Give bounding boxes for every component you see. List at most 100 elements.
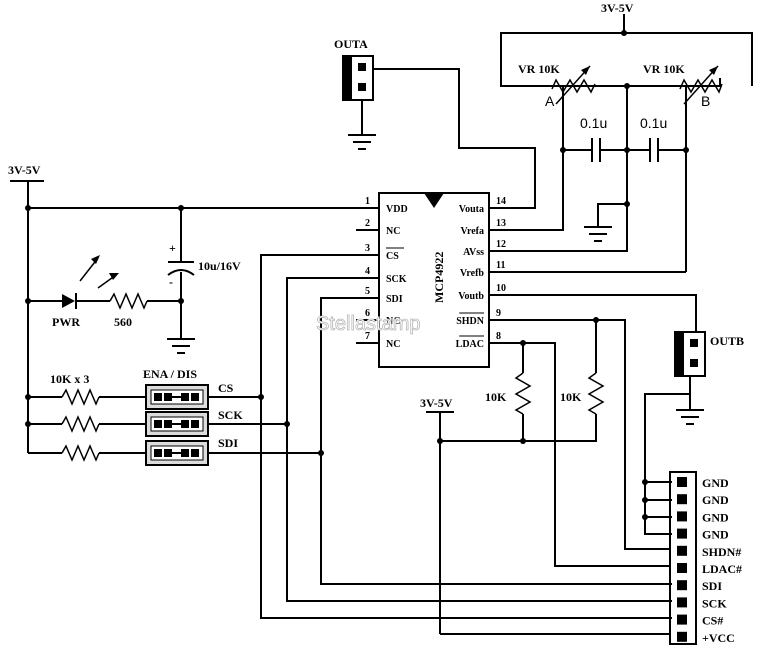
ic-mcp4922	[378, 192, 490, 368]
outa-label: OUTA	[334, 37, 368, 51]
connector-pin-label: CS#	[702, 614, 723, 628]
ic-pin-number: 3	[365, 243, 370, 254]
ic-pin-name: VDD	[386, 204, 408, 215]
ic-pin-name: SHDN	[456, 316, 485, 327]
connector-pin-square	[677, 614, 687, 625]
outa-header	[342, 55, 374, 101]
ic-pin-number: 9	[496, 308, 501, 319]
ic-pins: 1VDD2NC3CS4SCK5SDI6NC7NC14Vouta13Vrefa12…	[356, 196, 516, 350]
supply-label-mid: 3V-5V	[420, 396, 453, 410]
connector-pin-label: GND	[702, 510, 729, 524]
connector-pin-square	[677, 563, 687, 573]
ic-pin-number: 8	[496, 331, 501, 342]
ic-pin-number: 1	[365, 196, 370, 207]
ic-pin-name: Vrefa	[460, 226, 484, 237]
led-resistor-label: 560	[114, 315, 132, 329]
ic-pin-number: 5	[365, 286, 370, 297]
connector-pin-square	[677, 597, 687, 608]
ic-pin-name: LDAC	[456, 339, 484, 350]
ic-pin-number: 7	[365, 331, 370, 342]
ic-pin-name: NC	[386, 226, 400, 237]
jumper-pin	[154, 420, 162, 428]
resistor-560	[109, 292, 148, 310]
cap-a-label: 0.1u	[580, 115, 607, 131]
ic-pin-name: CS	[386, 251, 399, 262]
ground-symbol	[167, 338, 195, 354]
connector-pin-square	[677, 511, 687, 522]
pullups-label: 10K x 3	[50, 372, 89, 386]
connector-pin-label: GND	[702, 493, 729, 507]
connector-pin-label: LDAC#	[702, 562, 742, 576]
supply-label-left: 3V-5V	[8, 163, 41, 177]
cap-b	[649, 138, 659, 162]
pot-b-label: VR 10K	[643, 62, 685, 76]
resistor-pullup-sck	[61, 415, 100, 433]
ic-pin-number: 10	[496, 283, 506, 294]
cap-electrolytic-plus: +	[169, 241, 176, 255]
pot-a	[551, 65, 596, 105]
ic-pin-name: SDI	[386, 294, 403, 305]
pot-a-letter: A	[545, 93, 555, 109]
connector-pin-square	[677, 545, 687, 556]
connector-pin-square	[677, 528, 687, 539]
ic-pin-number: 13	[496, 218, 506, 229]
resistor-mid-2	[587, 372, 605, 415]
ground-symbol	[584, 226, 612, 242]
ic-pin-name: NC	[386, 339, 400, 350]
cap-a	[591, 138, 601, 162]
cap-b-label: 0.1u	[640, 115, 667, 131]
cap-electrolytic-label: 10u/16V	[198, 259, 241, 273]
connector-pin-label: SDI	[702, 579, 722, 593]
connector-pin-square	[677, 494, 687, 505]
resistor-pullup-cs	[61, 388, 100, 406]
resistor-mid-1-label: 10K	[485, 390, 507, 404]
ic-pin-name: Vrefb	[460, 268, 485, 279]
connector-pin-label: GND	[702, 476, 729, 490]
jumper-label-sdi: SDI	[218, 436, 238, 450]
ic-pin-number: 12	[496, 239, 506, 250]
supply-label-top: 3V-5V	[601, 1, 634, 15]
pot-a-label: VR 10K	[518, 62, 560, 76]
jumper-label-cs: CS	[218, 381, 234, 395]
ic-pin-name: Voutb	[458, 291, 484, 302]
pot-b-letter: B	[701, 93, 710, 109]
jumper-pin	[181, 449, 189, 457]
resistor-pullup-sdi	[61, 444, 100, 462]
jumper-pin	[181, 420, 189, 428]
resistor-mid-2-label: 10K	[560, 390, 582, 404]
resistor-mid-1	[514, 372, 532, 415]
jumper-pin	[164, 420, 172, 428]
ic-pin-number: 6	[365, 308, 370, 319]
ic-pin-number: 2	[365, 218, 370, 229]
jumper-pin	[191, 449, 199, 457]
cap-electrolytic-minus: -	[169, 275, 173, 289]
jumper-pin	[191, 393, 199, 401]
ic-pin-name: Vouta	[459, 204, 484, 215]
jumper-pin	[181, 393, 189, 401]
ic-part-number: MCP4922	[432, 252, 446, 303]
jumper-pin	[154, 393, 162, 401]
ground-symbol	[348, 134, 376, 150]
ic-pin-name: AVss	[463, 247, 484, 258]
jumper-label-sck: SCK	[218, 408, 243, 422]
ic-pin-number: 11	[496, 260, 505, 271]
connector-pin-square	[677, 580, 687, 591]
pot-b	[679, 65, 723, 105]
ic-pin-number: 4	[365, 266, 370, 277]
jumper-pin	[164, 449, 172, 457]
jumper-pin	[164, 393, 172, 401]
led-label: PWR	[52, 315, 80, 329]
connector-pin-label: SHDN#	[702, 545, 741, 559]
connector-pin-label: GND	[702, 528, 729, 542]
outb-header	[674, 331, 706, 377]
ic-pin-name: SCK	[386, 274, 407, 285]
jumpers	[145, 384, 209, 466]
ic-pin-name: NC	[386, 316, 400, 327]
connector-pin-label: SCK	[702, 596, 727, 610]
watermark: Stellastamp	[316, 313, 421, 335]
connector-pin-square	[677, 631, 687, 642]
outb-label: OUTB	[710, 334, 744, 348]
ground-symbol	[676, 409, 704, 425]
